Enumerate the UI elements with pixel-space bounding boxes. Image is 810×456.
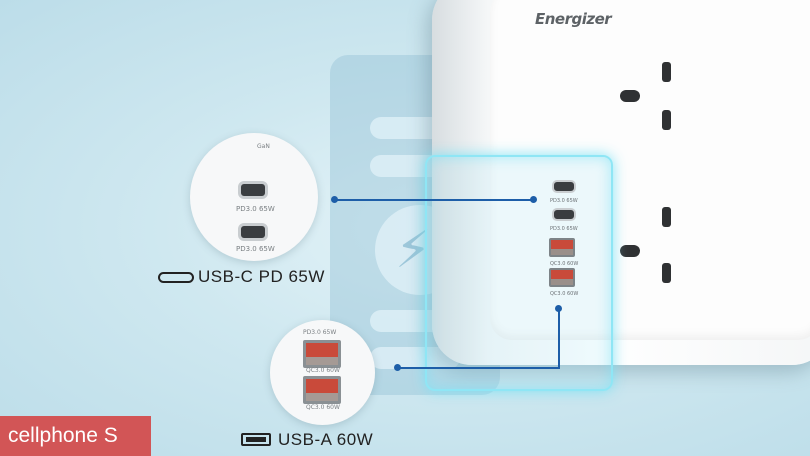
usb-c-connector-line (334, 199, 534, 201)
usb-a-caption: USB-A 60W (278, 430, 374, 449)
usb-a-port-label: QC3.0 60W (306, 367, 340, 374)
usb-c-port-label: PD3.0 65W (236, 245, 275, 253)
usb-a-connector-line (397, 367, 560, 369)
usb-c-caption: USB-C PD 65W (198, 267, 325, 286)
strip-port-label: PD3.0 65W (550, 226, 578, 232)
connector-dot (394, 364, 401, 371)
usb-a-icon (241, 433, 271, 446)
usb-a-port-label: PD3.0 65W (303, 329, 337, 336)
usb-a-port-large (303, 376, 341, 404)
connector-dot (331, 196, 338, 203)
gan-badge: GaN (257, 143, 270, 150)
usb-c-callout-circle: GaN PD3.0 65W PD3.0 65W (190, 133, 318, 261)
connector-dot (555, 305, 562, 312)
usb-a-connector-line-vertical (558, 309, 560, 369)
ac-socket-bottom (612, 205, 690, 283)
connector-dot (530, 196, 537, 203)
power-strip-face (490, 0, 810, 340)
strip-port-label: QC3.0 60W (550, 291, 579, 297)
background-bar (370, 347, 460, 369)
strip-port-label: QC3.0 60W (550, 261, 579, 267)
ac-socket-top (612, 60, 690, 138)
cellphones-watermark: cellphone S (0, 416, 151, 456)
strip-usb-a-port-1 (549, 238, 575, 257)
strip-usb-c-port-2 (552, 208, 576, 221)
usb-c-port-label: PD3.0 65W (236, 205, 275, 213)
usb-a-port-label: QC3.0 60W (306, 404, 340, 411)
strip-port-label: PD3.0 65W (550, 198, 578, 204)
usb-c-icon (158, 272, 194, 283)
strip-usb-c-port-1 (552, 180, 576, 193)
brand-logo: Energizer (535, 10, 612, 28)
usb-c-port-large (238, 181, 268, 199)
usb-c-port-large (238, 223, 268, 241)
strip-usb-a-port-2 (549, 268, 575, 287)
usb-a-callout-circle: PD3.0 65W QC3.0 60W QC3.0 60W (270, 320, 375, 425)
port-highlight-box (425, 155, 613, 391)
usb-a-port-large (303, 340, 341, 368)
